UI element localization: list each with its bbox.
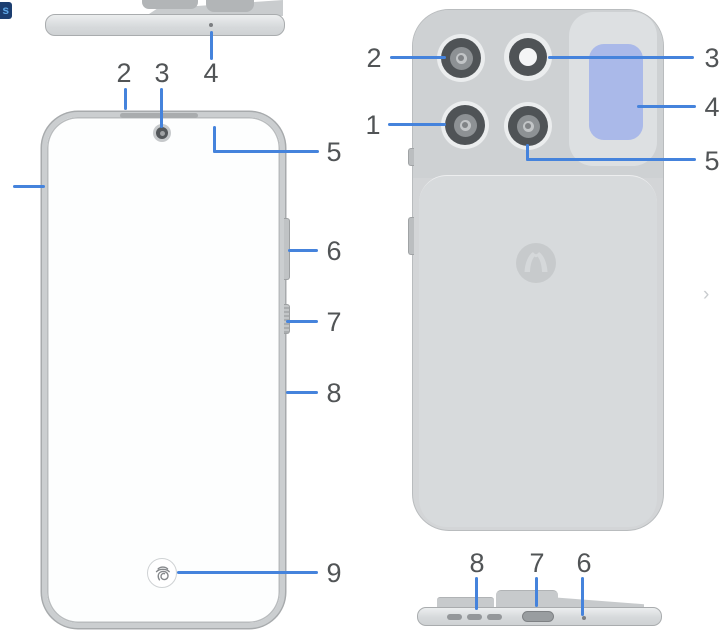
carousel-next-icon[interactable]: › [703, 284, 710, 305]
callout-line-8-bottom [475, 577, 478, 610]
bottom-view-back-bump [496, 590, 558, 609]
callout-label-3-front: 3 [154, 58, 170, 88]
front-camera [153, 124, 171, 142]
callout-line-6-bottom [581, 577, 584, 616]
bottom-view-back-bump [437, 597, 494, 609]
back-view-volume-button [408, 217, 414, 255]
callout-label-5-front: 5 [326, 137, 342, 167]
flash [504, 33, 552, 81]
callout-line-9-front [177, 571, 318, 574]
callout-label-2-front: 2 [116, 58, 132, 88]
callout-label-7-bottom: 7 [529, 548, 545, 578]
speaker-slot [467, 614, 482, 620]
front-phone-body [42, 112, 285, 628]
callout-line-4-front [210, 31, 213, 60]
callout-line-8-front [286, 391, 318, 394]
wide-camera [437, 34, 485, 82]
callout-line-5-back-vertical [526, 144, 529, 161]
highlighted-area [589, 44, 643, 140]
callout-line-5-back-horizontal [526, 158, 696, 161]
callout-line-1-back [388, 123, 446, 126]
top-view-camera-bump [206, 0, 254, 12]
front-camera-glint [159, 130, 165, 136]
callout-label-2-back: 2 [366, 43, 382, 73]
callout-label-8-bottom: 8 [469, 548, 485, 578]
callout-line-7-front [286, 320, 318, 323]
top-edge-view [45, 14, 285, 36]
top-microphone-hole [209, 23, 213, 27]
callout-line-2-front [124, 88, 127, 110]
callout-label-6-bottom: 6 [576, 548, 592, 578]
callout-line-2-back [390, 56, 446, 59]
macro-camera [504, 102, 552, 150]
callout-label-4-front: 4 [203, 58, 219, 88]
power-button [284, 304, 290, 334]
callout-label-8-front: 8 [326, 378, 342, 408]
callout-line-left-edge [13, 185, 45, 188]
back-view-power-button [408, 148, 414, 166]
callout-label-1-back: 1 [365, 110, 381, 140]
callout-line-4-back [637, 105, 696, 108]
callout-line-6-front [288, 249, 318, 252]
speaker-slot [447, 614, 462, 620]
speaker-slot [487, 614, 502, 620]
callout-line-3-front [160, 88, 163, 128]
callout-label-4-back: 4 [704, 92, 720, 122]
main-camera [441, 101, 489, 149]
callout-label-5-back: 5 [704, 146, 720, 176]
motorola-logo [516, 243, 556, 283]
callout-label-9-front: 9 [326, 558, 342, 588]
callout-label-6-front: 6 [326, 236, 342, 266]
callout-label-7-front: 7 [326, 307, 342, 337]
earpiece-slot [120, 113, 198, 118]
back-cover-panel [419, 175, 657, 527]
callout-line-5-horizontal [213, 150, 319, 153]
front-camera-lens [156, 127, 168, 139]
callout-line-7-bottom [535, 577, 538, 607]
callout-label-3-back: 3 [704, 43, 720, 73]
callout-line-5-vertical [213, 126, 216, 153]
bottom-view-back-slab [556, 597, 644, 608]
top-view-camera-bump [142, 0, 198, 9]
overlay-badge[interactable]: s [0, 2, 12, 19]
usb-c-port [522, 611, 554, 622]
fingerprint-sensor [147, 558, 177, 588]
fingerprint-icon [155, 566, 170, 581]
bottom-microphone-hole [582, 616, 586, 620]
callout-line-3-back [548, 56, 694, 59]
